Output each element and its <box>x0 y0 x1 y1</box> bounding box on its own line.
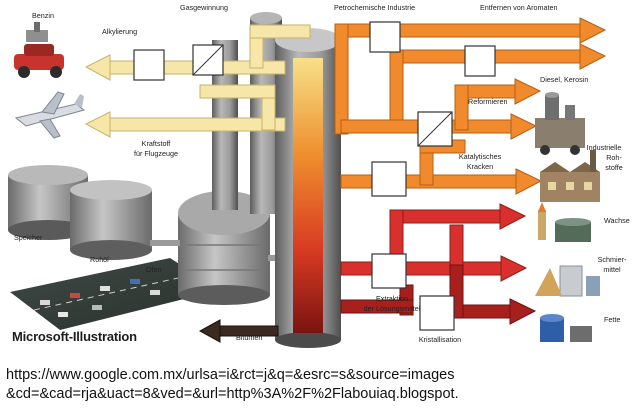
label-alkylierung: Alkylierung <box>102 27 137 36</box>
label-ofen: Ofen <box>146 265 162 274</box>
label-kraftstoff-line1: Kraftstoff <box>142 139 171 148</box>
industry-icon <box>540 150 600 202</box>
alkylierung-box <box>133 49 165 81</box>
refinery-diagram: Benzin Alkylierung Gasgewinnung Petroche… <box>8 3 630 348</box>
process-boxes <box>133 21 496 331</box>
petrochemie-box <box>369 21 401 53</box>
car-icon <box>14 22 64 78</box>
grease-icon <box>540 314 592 342</box>
label-reformieren: Reformieren <box>468 97 508 106</box>
aromaten-box <box>464 45 496 77</box>
storage-tanks <box>8 165 152 260</box>
red-streams <box>340 203 528 282</box>
label-industrielle-line2: Roh- <box>606 153 622 162</box>
credit-text: Microsoft-Illustration <box>12 329 137 344</box>
label-industrielle-line3: stoffe <box>605 163 622 172</box>
distillation-column <box>275 28 341 348</box>
label-schmiermittel-line2: mittel <box>603 265 621 274</box>
label-katalytisches-line2: Kracken <box>467 162 493 171</box>
furnace <box>178 191 270 305</box>
label-katalytisches-line1: Katalytisches <box>459 152 502 161</box>
label-benzin: Benzin <box>32 11 54 20</box>
bitumen-stream <box>198 319 279 343</box>
label-bitumen: Bitumen <box>236 333 262 342</box>
label-extraktion-line1: Extraktion <box>376 294 408 303</box>
label-entfernen-aromaten: Entfernen von Aromaten <box>480 3 558 12</box>
airplane-icon <box>14 91 86 139</box>
extraktion-box <box>371 253 407 289</box>
traffic-road <box>10 258 220 330</box>
diesel-factory-icon <box>535 92 585 155</box>
label-petrochemische-industrie: Petrochemische Industrie <box>334 3 415 12</box>
label-kraftstoff-line2: für Flugzeuge <box>134 149 178 158</box>
kracken-box <box>371 161 407 197</box>
wax-icon <box>538 202 591 242</box>
label-wachse: Wachse <box>604 216 630 225</box>
dark-red-streams <box>340 264 537 325</box>
box-marks <box>192 44 453 147</box>
label-gasgewinnung: Gasgewinnung <box>180 3 228 12</box>
label-schmiermittel-line1: Schmier- <box>598 255 627 264</box>
lubricant-icon <box>535 265 600 297</box>
label-fette: Fette <box>604 315 620 324</box>
label-speicher: Speicher <box>14 233 43 242</box>
kristallisation-box <box>419 295 455 331</box>
source-url-line1: https://www.google.com.mx/urlsa=i&rct=j&… <box>6 367 455 383</box>
label-rohoel: Rohöl <box>90 255 109 264</box>
label-diesel-kerosin: Diesel, Kerosin <box>540 75 588 84</box>
label-extraktion-line2: der Lösungsmittel <box>364 304 421 313</box>
label-kristallisation: Kristallisation <box>419 335 461 344</box>
source-url-text: https://www.google.com.mx/urlsa=i&rct=j&… <box>6 366 634 404</box>
label-industrielle-line1: Industrielle <box>587 143 622 152</box>
source-url-line2: &cd=&cad=rja&uact=8&ved=&url=http%3A%2F%… <box>6 386 459 402</box>
